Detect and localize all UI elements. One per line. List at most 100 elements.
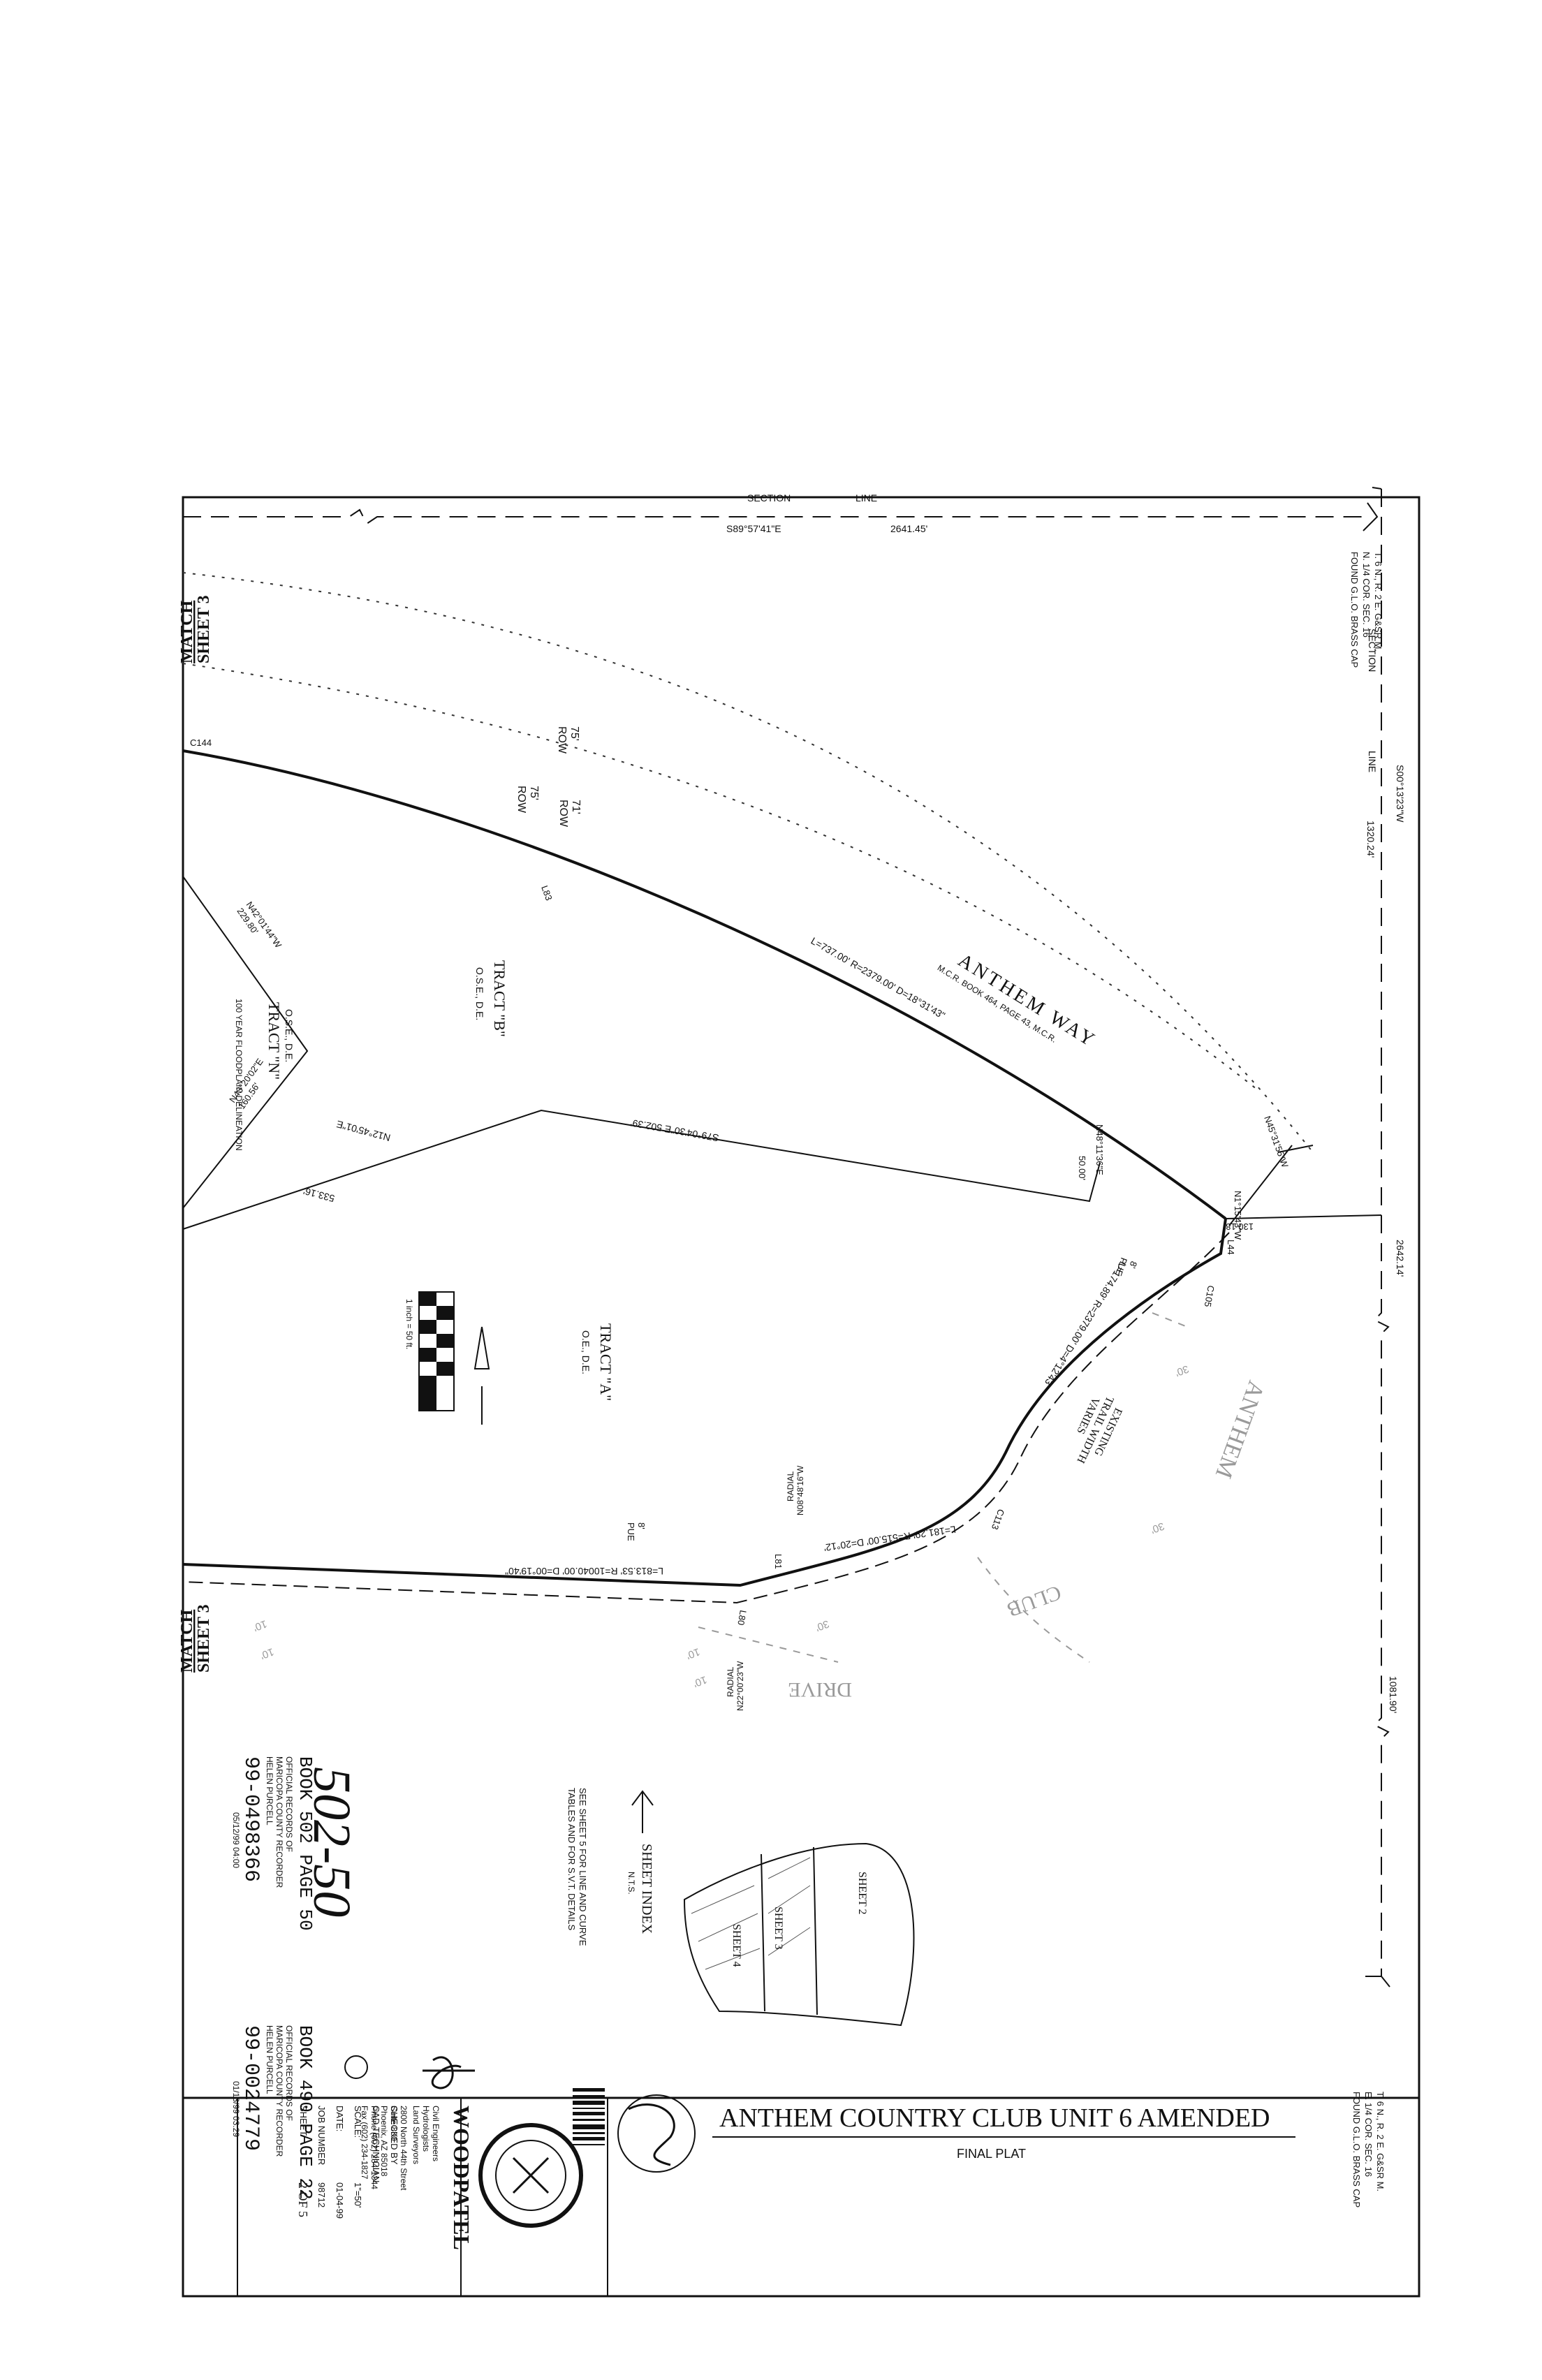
row-label-3b: ROW [557, 800, 569, 828]
tb-date-label: DATE: [335, 2106, 345, 2131]
section-line-right-dist-lower: 1081.90' [1388, 1676, 1399, 1713]
bearing-b6: N45°31'55"W [1262, 1115, 1291, 1169]
sheet-index-s4: SHEET 4 [730, 1924, 742, 1967]
bearing-b5: 50.00' [1077, 1156, 1087, 1180]
curve-label-l81: L81 [773, 1554, 784, 1569]
record-2-line-3: HELEN PURCELL [265, 2025, 274, 2094]
corner-bottom-line-2: E. 1/4 COR. SEC. 16 [1363, 2092, 1374, 2177]
bearing-b12: 130.18' [1224, 1221, 1254, 1232]
corner-marker-top [1363, 487, 1382, 531]
radial-1b: N08°48'16"W [795, 1465, 805, 1515]
faded-parcel-lines [698, 1312, 1188, 1663]
anthem-way-name: ANTHEM WAY [954, 950, 1100, 1052]
tract-boundary-main [182, 749, 1227, 1220]
handwritten-number: 502-50 [302, 1767, 361, 1917]
firm-line-5: Suite 800 [389, 2106, 399, 2141]
record-2-date: 01/13/99 03:29 [231, 2081, 241, 2137]
signature-stamp [344, 2055, 475, 2089]
plat-title: ANTHEM COUNTRY CLUB UNIT 6 AMENDED [719, 2103, 1270, 2133]
sheet-index-title: SHEET INDEX [639, 1844, 654, 1934]
plat-subtitle: FINAL PLAT [957, 2147, 1026, 2161]
row-label-1b: ROW [556, 726, 568, 754]
row-stub-lines [1225, 1145, 1382, 1226]
tb-scale-value: 1"=50' [353, 2182, 363, 2208]
section-line-top-label-a: SECTION [747, 492, 791, 504]
tract-n-name: TRACT "N" [265, 1002, 283, 1080]
section-line-top-label-b: LINE [856, 492, 877, 504]
tract-n-sub: O.S.E., D.E. [284, 1009, 295, 1062]
tract-b-name: TRACT "B" [491, 960, 508, 1037]
section-line-right-label-a: SECTION [1367, 629, 1378, 672]
firm-line-4: 2800 North 44th Street [399, 2106, 409, 2191]
curve-anthem-data: L=737.00' R=2379.00' D=18°31'43" [809, 935, 948, 1021]
see-sheet-line-2: TABLES AND FOR S.V.T. DETAILS [566, 1788, 577, 1931]
record-2-number: 99-0024779 [239, 2025, 263, 2151]
corner-bottom-line-1: FOUND G.L.O. BRASS CAP [1351, 2092, 1362, 2208]
title-block-lines [237, 2098, 608, 2296]
tb-cad-label: CAD TECHNICIAN [371, 2106, 381, 2182]
tract-b-sub: O.S.E., D.E. [474, 967, 485, 1020]
bearing-b11: N1°15'43"W [1233, 1191, 1243, 1240]
record-1-line-1: OFFICIAL RECORDS OF [284, 1756, 294, 1852]
tb-job-label: JOB NUMBER [316, 2106, 327, 2165]
firm-line-3: Land Surveyors [411, 2106, 421, 2164]
corner-marker-bottom [1365, 1976, 1390, 1988]
record-1-date: 05/12/99 04:00 [231, 1812, 241, 1868]
faded-anthem: ANTHEM [1210, 1377, 1270, 1481]
match-bottom-line-1: MATCH [178, 1609, 196, 1673]
curve-label-l44: L44 [1226, 1240, 1236, 1255]
match-top-line-1: MATCH [178, 600, 196, 663]
section-line-right-label-b: LINE [1367, 751, 1378, 772]
tract-n-flood-label: 100 YEAR FLOODPLAIN DELINEATION [234, 999, 244, 1151]
corner-bottom-line-3: T. 6 N., R. 2 E. G&SR M. [1375, 2092, 1386, 2191]
curve-label-c113: C113 [990, 1508, 1006, 1531]
sheet-index-s3: SHEET 3 [772, 1907, 784, 1949]
row-label-3: 71' [570, 800, 582, 814]
faded-width-2: 30' [1149, 1520, 1166, 1536]
record-1-line-3: HELEN PURCELL [265, 1756, 274, 1826]
tb-date-value: 01-04-99 [335, 2182, 345, 2219]
curve-label-c105: C105 [1203, 1284, 1217, 1307]
faded-drive: DRIVE [788, 1678, 852, 1701]
row-line-outer [182, 572, 1314, 1153]
tract-a-name: TRACT "A" [597, 1323, 615, 1401]
sheet-index-s2: SHEET 2 [856, 1872, 868, 1914]
see-sheet-line-1: SEE SHEET 5 FOR LINE AND CURVE [578, 1788, 588, 1946]
corner-top-line-2: N. 1/4 COR. SEC. 16 [1361, 552, 1372, 638]
section-line-top [183, 508, 1365, 525]
sheet-border [182, 496, 1420, 2298]
corner-top-line-1: FOUND G.L.O. BRASS CAP [1349, 552, 1360, 668]
corner-top-line-3: T. 6 N., R. 2 E. G&SR M. [1373, 552, 1383, 652]
curve-drive-3-data: L=813.53' R=10040.00' D=00°19'40" [505, 1566, 663, 1577]
bearing-b4: N48°11'36"E [1094, 1124, 1105, 1175]
faded-width-7: 10' [691, 1673, 708, 1689]
curve-drive-2-data: L=181.29' R=515.00' D=20°12' [823, 1524, 957, 1553]
faded-width-3: 30' [814, 1617, 830, 1633]
section-line-top-bearing: S89°57'41"E [726, 523, 781, 534]
section-line-top-distance: 2641.45' [890, 523, 927, 534]
section-line-right [1373, 489, 1390, 1976]
engineer-seal [478, 2123, 583, 2228]
barcode [573, 2088, 605, 2145]
radial-2b: N22°00'23"W [735, 1661, 745, 1711]
curve-label-c144: C144 [190, 737, 212, 748]
surveyor-seal [617, 2094, 696, 2173]
firm-line-1: Civil Engineers [431, 2106, 441, 2161]
tract-a-sub: O.E., D.E. [580, 1330, 592, 1374]
row-label-2b: ROW [515, 786, 527, 814]
tb-scale-label: SCALE: [353, 2106, 363, 2138]
tract-a-b-line [182, 1109, 1101, 1230]
tb-checked-label: CHECKED BY [389, 2106, 399, 2165]
section-line-right-dist-upper: 1320.24' [1365, 821, 1376, 858]
sheet-index-map [631, 1790, 915, 2027]
bearing-b2: N12°45'01"E [335, 1119, 392, 1144]
pue-2: 8' [636, 1522, 647, 1529]
faded-width-4: 10' [251, 1617, 268, 1633]
pue-2b: PUE [626, 1522, 636, 1541]
scale-label: 1 inch = 50 ft. [404, 1299, 414, 1349]
section-line-right-dist-mid: 2642.14' [1395, 1240, 1406, 1277]
row-line-mid [182, 663, 1258, 1090]
bearing-b3: 533.16' [302, 1185, 336, 1204]
tract-boundary-drive [182, 1218, 1227, 1587]
